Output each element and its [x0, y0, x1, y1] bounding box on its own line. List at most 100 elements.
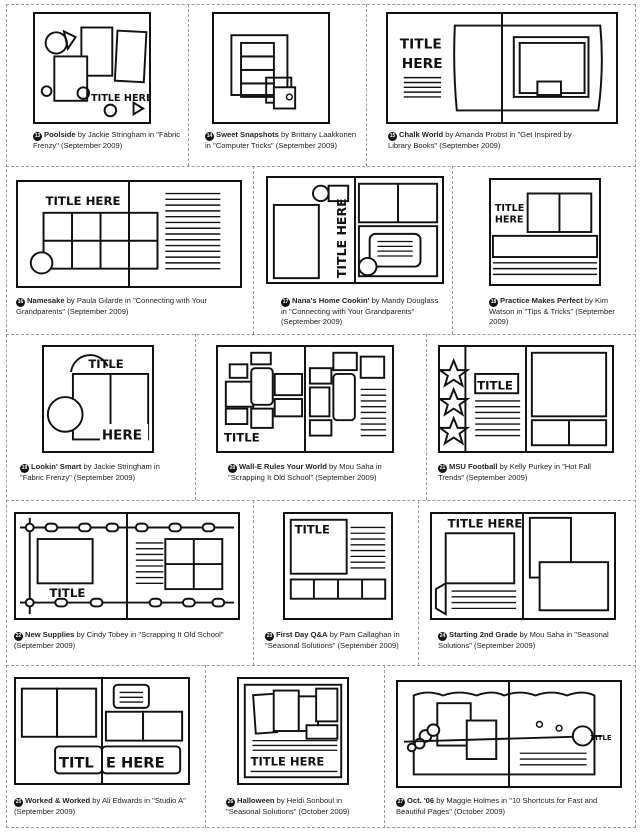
caption-title: Oct. '06 — [407, 796, 435, 805]
caption-number: 16 — [16, 298, 25, 307]
caption-title: Practice Makes Perfect — [500, 296, 583, 305]
col-divider — [253, 166, 254, 334]
col-divider — [384, 665, 385, 828]
caption-number: 26 — [226, 798, 235, 807]
caption-number: 15 — [388, 132, 397, 141]
sketch-chalk-world: TITLE HERE — [386, 12, 618, 124]
sketch-label: TITLE — [88, 357, 123, 371]
caption-number: 17 — [281, 298, 290, 307]
sketch-new-supplies: TITLE — [14, 512, 240, 620]
sketch-lookin-smart: TITLE HERE — [42, 345, 154, 453]
caption-number: 18 — [489, 298, 498, 307]
sketch-label: TITLE — [295, 522, 330, 536]
caption-credit: by Amanda Probst in "Get Inspired by Lib… — [388, 130, 572, 150]
sketch-label: TITLE HERE — [448, 517, 523, 531]
sketch-halloween: TITLE HERE — [237, 677, 349, 785]
caption-credit: by Mou Saha in "Seasonal Solutions" (Sep… — [438, 630, 609, 650]
sketch-label: TITLE HERE — [334, 198, 349, 278]
caption-number: 21 — [438, 464, 447, 473]
col-divider — [426, 334, 427, 500]
sketch-label: TITLE HERE — [91, 93, 149, 104]
caption-credit: by Ali Edwards in "Studio A" (September … — [14, 796, 186, 816]
caption-number: 22 — [14, 632, 23, 641]
sketch-nanas-home-cookin: TITLE HERE — [266, 176, 444, 284]
col-divider — [452, 166, 453, 334]
caption-number: 27 — [396, 798, 405, 807]
page-border — [6, 4, 636, 828]
caption-credit: by Jackie Stringham in "Fabric Frenzy" (… — [33, 130, 181, 150]
sketch-starting-2nd-grade: TITLE HERE — [430, 512, 616, 620]
sketch-label: TITLE — [49, 586, 85, 600]
sketch-oct-06: TITLE — [396, 680, 622, 788]
row-divider — [6, 665, 636, 666]
caption-credit: by Heidi Sonboul in "Seasonal Solutions"… — [226, 796, 350, 816]
sketch-wall-e: TITLE — [216, 345, 394, 453]
caption-credit: by Brittany Laakkonen in "Computer Trick… — [205, 130, 357, 150]
caption-title: Halloween — [237, 796, 275, 805]
sketch-label: TITLE HERE — [251, 755, 325, 769]
caption-title: Sweet Snapshots — [216, 130, 279, 139]
sketch-worked-and-worked: TITL E HERE — [14, 677, 190, 785]
caption-number: 25 — [14, 798, 23, 807]
sketch-label: HERE — [402, 56, 443, 72]
caption-title: Poolside — [44, 130, 76, 139]
col-divider — [366, 4, 367, 166]
row-divider — [6, 500, 636, 501]
caption-title: Namesake — [27, 296, 65, 305]
sketch-msu-football: TITLE — [438, 345, 614, 453]
caption-number: 24 — [438, 632, 447, 641]
col-divider — [205, 665, 206, 828]
col-divider — [253, 500, 254, 665]
col-divider — [188, 4, 189, 166]
caption-title: Nana's Home Cookin' — [292, 296, 370, 305]
caption-number: 13 — [33, 132, 42, 141]
caption-number: 14 — [205, 132, 214, 141]
sketch-label: TITLE — [495, 203, 524, 214]
sketch-label: HERE — [102, 427, 142, 443]
caption-credit: by Paula Gilarde in "Connecting with You… — [16, 296, 208, 316]
sketch-sweet-snapshots — [212, 12, 330, 124]
sketch-label: TITLE — [591, 734, 612, 742]
caption-number: 20 — [228, 464, 237, 473]
caption-credit: by Jackie Stringham in "Fabric Frenzy" (… — [20, 462, 160, 482]
sketch-label: TITLE HERE — [46, 194, 121, 208]
sketch-label: TITLE — [400, 37, 442, 53]
row-divider — [6, 166, 636, 167]
caption-title: Chalk World — [399, 130, 444, 139]
col-divider — [418, 500, 419, 665]
caption-title: New Supplies — [25, 630, 75, 639]
sketch-first-day-qa: TITLE — [283, 512, 393, 620]
caption-title: Wall-E Rules Your World — [239, 462, 327, 471]
caption-credit: by Kelly Purkey in "Hot Fall Trends" (Se… — [438, 462, 591, 482]
col-divider — [195, 334, 196, 500]
sketch-label: TITLE — [477, 378, 513, 392]
sketch-practice-makes-perfect: TITLE HERE — [489, 178, 601, 286]
caption-credit: by Maggie Holmes in "10 Shortcuts for Fa… — [396, 796, 598, 816]
caption-number: 19 — [20, 464, 29, 473]
caption-credit: by Pam Callaghan in "Seasonal Solutions"… — [265, 630, 400, 650]
sketch-label: E HERE — [106, 755, 165, 772]
sketch-label: TITL — [59, 755, 94, 772]
caption-number: 23 — [265, 632, 274, 641]
sketch-namesake: TITLE HERE — [16, 180, 242, 288]
caption-title: MSU Football — [449, 462, 498, 471]
sketch-label: HERE — [495, 214, 524, 225]
row-divider — [6, 334, 636, 335]
caption-title: Starting 2nd Grade — [449, 630, 518, 639]
sketch-poolside: TITLE HERE — [33, 12, 151, 124]
caption-credit: by Mandy Douglass in "Connecting with Yo… — [281, 296, 439, 326]
